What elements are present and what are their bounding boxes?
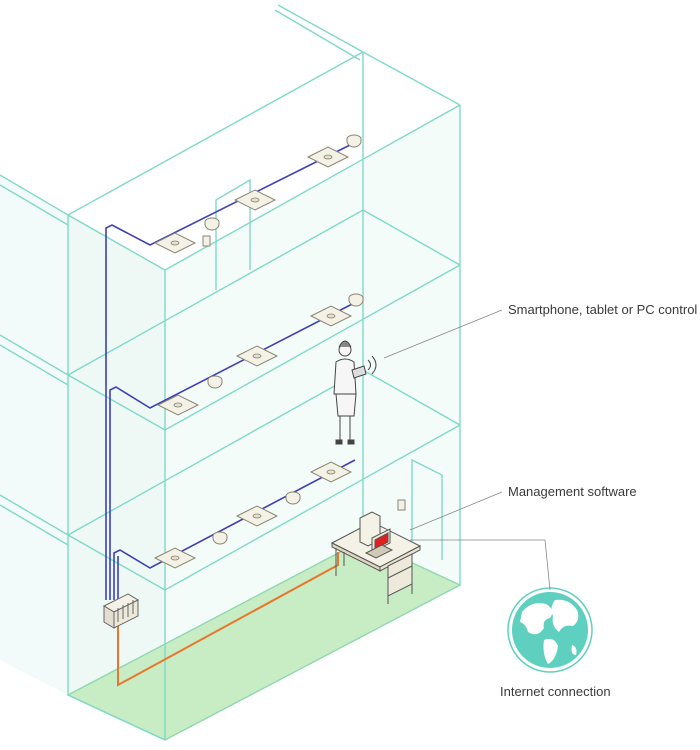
network-cable: [117, 552, 339, 687]
monitor-screen: [374, 532, 389, 550]
globe-icon: [507, 587, 593, 673]
internet-connection-label: Internet connection: [500, 684, 611, 699]
callout-leaders: [383, 309, 551, 591]
management-software-label: Management software: [508, 484, 637, 499]
ceiling-sensor-icon: [346, 134, 362, 148]
ceiling-sensor-icon: [285, 491, 301, 505]
ceiling-sensors: [204, 134, 364, 545]
ceiling-sensor-icon: [212, 531, 228, 545]
ceiling-sensor-icon: [348, 293, 364, 307]
building-shell: [0, 4, 462, 741]
person-with-tablet-icon: [333, 340, 377, 445]
wall-switches: [202, 235, 406, 511]
desk-computer-icon: [330, 511, 422, 604]
ceiling-sensor-icon: [204, 217, 220, 231]
control-label: Smartphone, tablet or PC control: [508, 302, 698, 317]
ceiling-sensor-icon: [207, 375, 223, 389]
controller-box-icon: [102, 593, 140, 629]
